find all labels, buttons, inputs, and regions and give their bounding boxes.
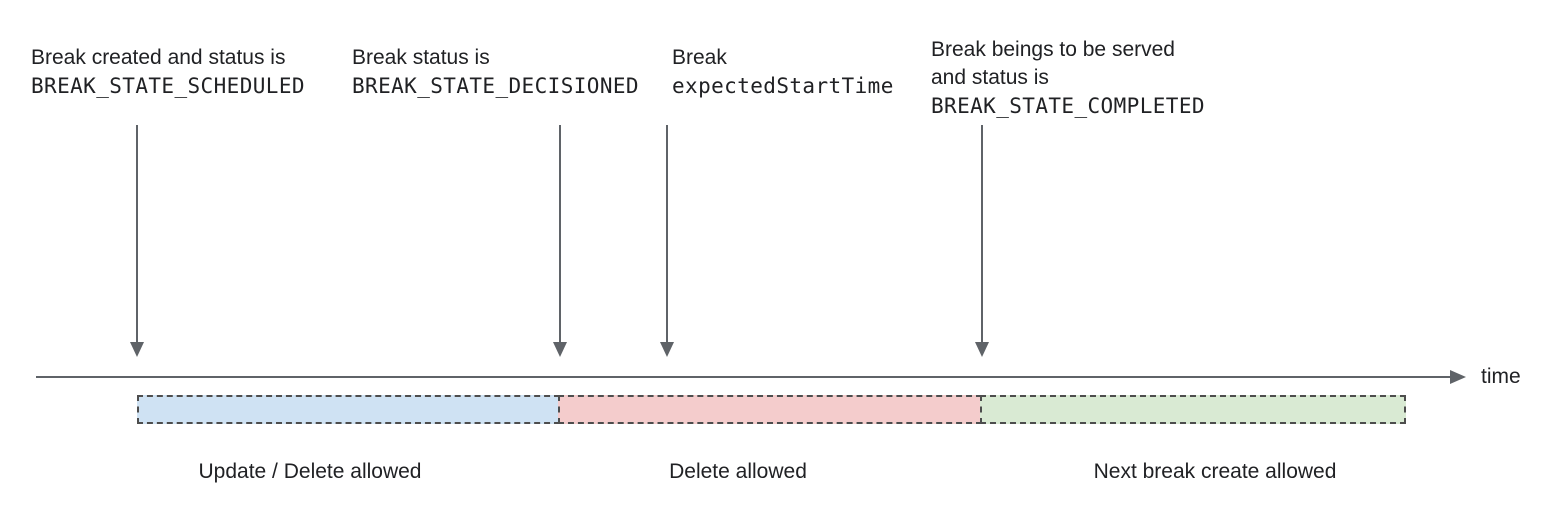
annotation-text: Break beings to be served xyxy=(931,38,1175,61)
timeline-axis xyxy=(36,376,1451,378)
down-arrow-icon xyxy=(975,342,989,357)
annotation-expected-start-time: Break expectedStartTime xyxy=(672,44,894,100)
annotation-break-completed: Break beings to be served and status is … xyxy=(931,36,1205,120)
down-arrow-icon xyxy=(660,342,674,357)
arrow-shaft xyxy=(559,125,561,342)
right-arrow-icon xyxy=(1450,370,1466,384)
segment-label-delete: Delete allowed xyxy=(669,460,807,483)
arrow-shaft xyxy=(666,125,668,342)
annotation-code: BREAK_STATE_COMPLETED xyxy=(931,94,1205,118)
event-arrow-completed xyxy=(975,125,989,357)
segment-next-break-create-allowed xyxy=(980,395,1406,424)
event-arrow-scheduled xyxy=(130,125,144,357)
segment-label-next-break: Next break create allowed xyxy=(1093,460,1337,483)
timeline-axis-label: time xyxy=(1481,365,1521,388)
annotation-break-decisioned: Break status is BREAK_STATE_DECISIONED xyxy=(352,44,639,100)
event-arrow-decisioned xyxy=(553,125,567,357)
down-arrow-icon xyxy=(130,342,144,357)
down-arrow-icon xyxy=(553,342,567,357)
annotation-text: Break created and status is xyxy=(31,46,286,69)
annotation-code: expectedStartTime xyxy=(672,74,894,98)
annotation-break-created: Break created and status is BREAK_STATE_… xyxy=(31,44,305,100)
annotation-text: Break xyxy=(672,46,727,69)
segment-update-delete-allowed xyxy=(137,395,560,424)
annotation-code: BREAK_STATE_SCHEDULED xyxy=(31,74,305,98)
annotation-code: BREAK_STATE_DECISIONED xyxy=(352,74,639,98)
annotation-text: Break status is xyxy=(352,46,490,69)
annotation-text: and status is xyxy=(931,66,1049,89)
segment-label-update-delete: Update / Delete allowed xyxy=(198,460,422,483)
arrow-shaft xyxy=(981,125,983,342)
event-arrow-expected-start xyxy=(660,125,674,357)
arrow-shaft xyxy=(136,125,138,342)
segment-delete-allowed xyxy=(558,395,982,424)
